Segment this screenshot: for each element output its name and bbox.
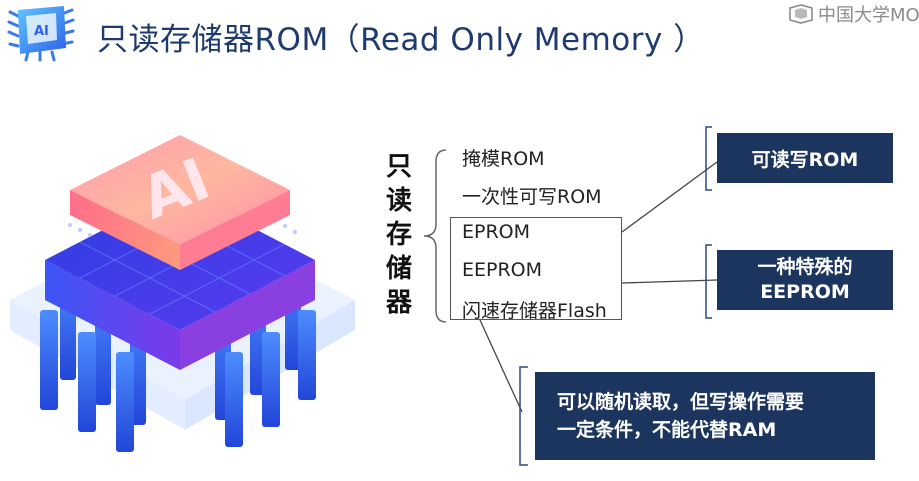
svg-text:AI: AI [34, 24, 49, 39]
list-item-mask-rom: 掩模ROM [462, 148, 545, 170]
callout-text-line2: EEPROM [760, 281, 850, 303]
callout-text-line1: 一种特殊的 [757, 256, 853, 278]
vertical-title-char: 读 [385, 186, 412, 216]
callout-readwrite-rom: 可读写ROM [717, 133, 893, 183]
callout-text: 可读写ROM [751, 148, 859, 171]
list-item-flash: 闪速存储器Flash [462, 300, 607, 322]
brace-line [423, 149, 447, 323]
callout-text-line2: 一定条件，不能代替RAM [557, 419, 777, 441]
connector-line [621, 279, 718, 284]
watermark-text: 中国大学MO [818, 5, 919, 26]
list-item-otp-rom: 一次性可写ROM [462, 186, 602, 208]
list-item-eeprom: EEPROM [462, 259, 543, 281]
page-title: 只读存储器ROM（Read Only Memory ） [97, 22, 705, 58]
group-box [450, 217, 622, 320]
bracket-line [519, 366, 528, 466]
list-item-eprom: EPROM [462, 221, 531, 243]
mooc-logo-icon [789, 4, 813, 24]
callout-flash-note: 可以随机读取，但写操作需要 一定条件，不能代替RAM [535, 372, 875, 460]
vertical-title-char: 器 [385, 288, 412, 318]
chip-icon: AI [7, 6, 75, 62]
callout-text-line1: 可以随机读取，但写操作需要 [557, 391, 805, 413]
callout-special-eeprom: 一种特殊的 EEPROM [717, 250, 893, 310]
bracket-line [705, 244, 712, 319]
connector-line [621, 161, 718, 233]
watermark: 中国大学MO [788, 2, 919, 26]
bracket-line [705, 126, 712, 191]
vertical-title-char: 储 [385, 254, 412, 284]
ai-chip-illustration: AI [10, 135, 355, 452]
vertical-title-char: 只 [385, 152, 412, 182]
vertical-title-char: 存 [385, 220, 412, 250]
vertical-title: 只 读 存 储 器 [382, 150, 416, 320]
connector-line [479, 319, 523, 413]
